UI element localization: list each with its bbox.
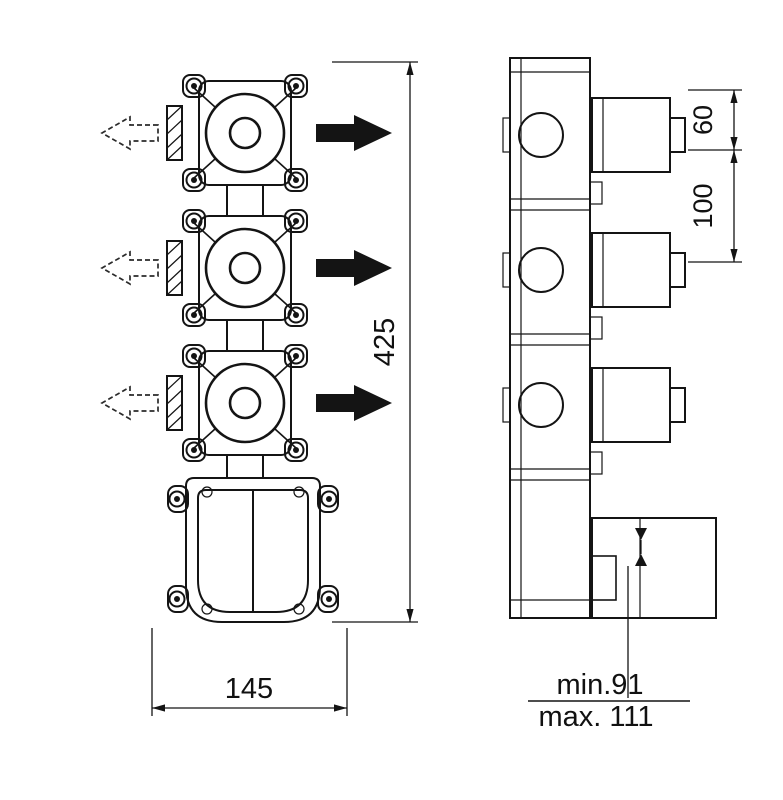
outlet-arrow-2 (316, 250, 392, 286)
valve-module-1 (165, 73, 309, 193)
dim-depth-max-label: max. 111 (539, 701, 654, 733)
outlet-arrow-1 (316, 115, 392, 151)
module-connector (226, 184, 264, 217)
dim-offset-label: 60 (688, 105, 718, 135)
valve-module-2 (165, 208, 309, 328)
dim-depth-min-label: min.91 (556, 669, 643, 701)
module-connector (226, 454, 264, 479)
valve-module-3 (165, 343, 309, 463)
side-cartridge-1 (502, 97, 686, 173)
side-bottom-housing (591, 517, 717, 619)
dim-valve-spacing: 100 (688, 150, 742, 263)
front-view (101, 73, 392, 623)
module-connector (226, 319, 264, 352)
dim-overall-height: 425 (332, 61, 418, 623)
outlet-arrow-3 (316, 385, 392, 421)
bottom-housing (167, 477, 339, 623)
inlet-arrow-3 (101, 386, 159, 420)
inlet-arrow-2 (101, 251, 159, 285)
dim-width-label: 145 (225, 673, 273, 705)
dim-installation-depth: min.91 max. 111 (528, 566, 690, 733)
depth-adjust-arrow (635, 528, 647, 566)
dim-height-label: 425 (369, 318, 401, 366)
dim-top-offset: 60 (688, 89, 742, 151)
side-cartridge-2 (502, 232, 686, 308)
dim-spacing-label: 100 (688, 183, 718, 228)
dim-overall-width: 145 (151, 628, 348, 716)
side-cartridge-3 (502, 367, 686, 443)
inlet-arrow-1 (101, 116, 159, 150)
side-view (502, 57, 717, 619)
